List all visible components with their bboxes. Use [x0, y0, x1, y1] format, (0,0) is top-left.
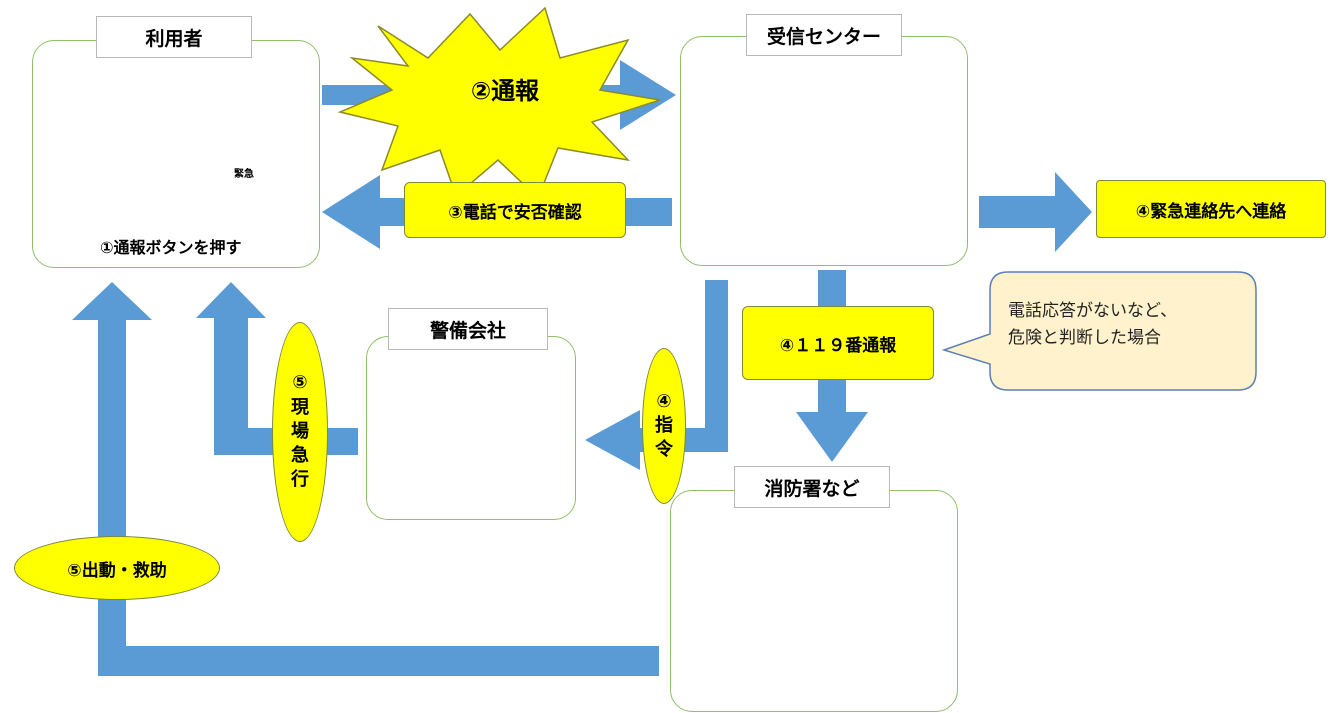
fire-title: 消防署など	[734, 466, 890, 508]
arrow-command	[585, 280, 728, 470]
command-char: ④	[656, 390, 672, 412]
rush-char: 現	[291, 396, 309, 418]
emergency-button-label: 緊急	[234, 168, 254, 180]
user-title: 利用者	[96, 16, 252, 58]
command-char: 令	[655, 439, 673, 461]
callout-line: 電話応答がないなど、	[1008, 301, 1178, 321]
arrow-rush	[196, 282, 358, 455]
arrow-emergency-contact	[979, 172, 1092, 252]
step-rush-label: ⑤ 現 場 急 行	[272, 322, 328, 542]
step-report-label: ②通報	[470, 76, 540, 105]
step-call-119-label: ④１１９番通報	[742, 306, 934, 380]
center-node	[680, 36, 968, 266]
step-command-label: ④ 指 令	[642, 348, 686, 504]
center-title: 受信センター	[746, 14, 902, 56]
callout-bubble	[941, 271, 1257, 391]
callout-line: 危険と判断した場合	[1008, 328, 1161, 349]
fire-node	[670, 490, 958, 712]
user-node	[32, 40, 320, 268]
consult-button-label: 相談	[178, 172, 197, 183]
step-emergency-contact-label: ④緊急連絡先へ連絡	[1096, 180, 1326, 238]
command-char: 指	[655, 414, 673, 436]
rush-char: ⑤	[292, 372, 308, 394]
press-button-caption: ①通報ボタンを押す	[100, 238, 242, 257]
security-title: 警備会社	[388, 308, 548, 350]
step-phone-check-label: ③電話で安否確認	[404, 182, 626, 238]
rush-char: 行	[291, 469, 309, 491]
step-rescue-label: ⑤出動・救助	[14, 536, 220, 600]
security-node	[366, 336, 576, 520]
callout-text: 電話応答がないなど、 危険と判断した場合	[1008, 298, 1248, 352]
report-starburst	[337, 6, 661, 200]
rush-char: 場	[291, 420, 309, 442]
rush-char: 急	[291, 445, 309, 467]
